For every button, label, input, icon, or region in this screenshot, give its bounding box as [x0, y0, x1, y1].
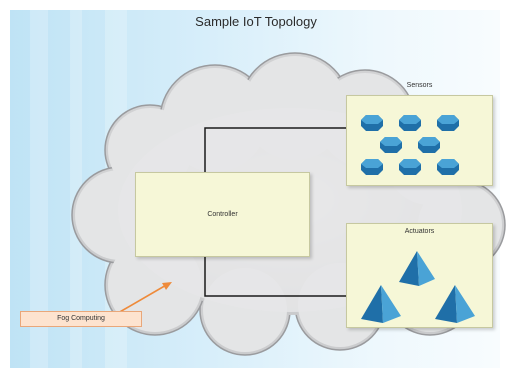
sensor-icon — [399, 159, 421, 175]
connection-lines — [204, 127, 346, 297]
sensor-icon — [380, 137, 402, 153]
controller-box: Controller — [135, 172, 310, 257]
sensor-icon — [399, 115, 421, 131]
actuators-group — [361, 251, 475, 323]
controller-to-actuators-link — [204, 257, 346, 297]
sensors-box — [346, 95, 493, 186]
sensors-label: Sensors — [406, 82, 433, 89]
actuators-label: Actuators — [404, 228, 435, 235]
sensor-icon — [361, 115, 383, 131]
sensor-icon — [437, 159, 459, 175]
actuator-icon — [435, 285, 475, 323]
sensor-icon — [437, 115, 459, 131]
fog-callout-arrow — [117, 282, 172, 314]
diagram-title: Sample IoT Topology — [195, 14, 317, 29]
controller-to-sensors-link — [204, 127, 346, 172]
actuator-icon — [399, 251, 435, 286]
actuator-icon — [361, 285, 401, 323]
fog-computing-label: Fog Computing — [20, 311, 142, 327]
sensor-icon — [361, 159, 383, 175]
controller-label: Controller — [207, 211, 238, 218]
sensor-icon — [418, 137, 440, 153]
actuators-box: Actuators — [346, 223, 493, 328]
sensors-group — [361, 115, 459, 175]
